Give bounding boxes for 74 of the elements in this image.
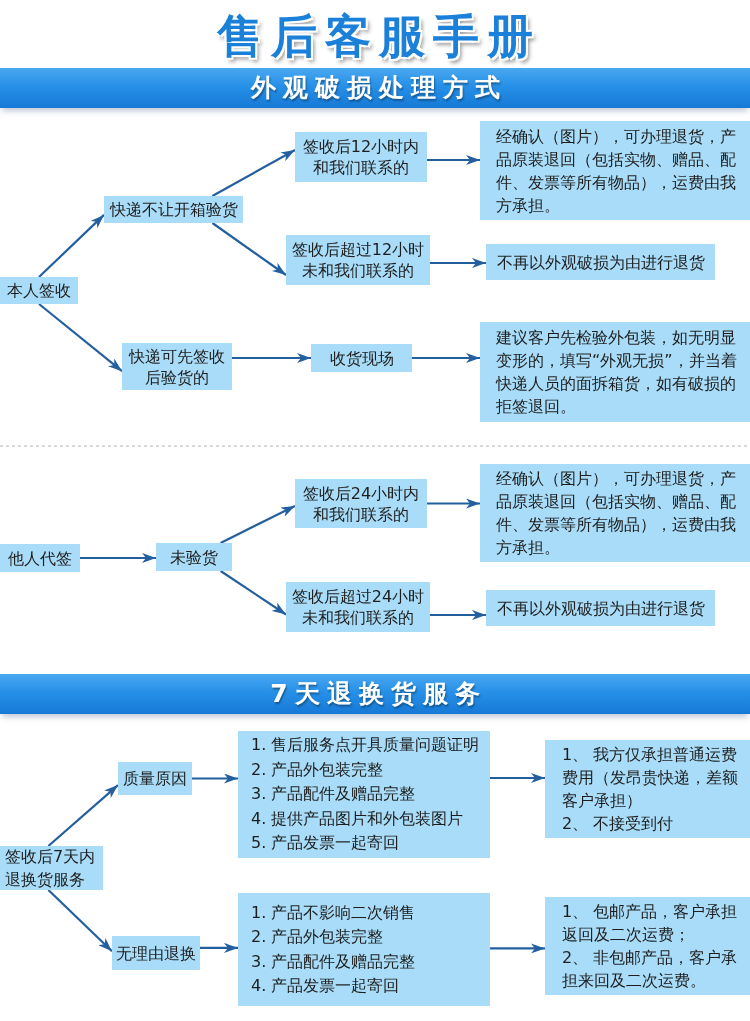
note-box — [545, 740, 750, 838]
process-box — [295, 132, 427, 182]
list-item: 4. 提供产品图片和外包装图片 — [251, 807, 464, 830]
box-text: 未验货 — [170, 546, 218, 568]
box-text: 建议客户先检验外包装，如无明显变形的，填写“外观无损”，并当着快递人员的面拆箱货，如有破损的拒签退回。 — [496, 327, 738, 418]
process-box — [112, 936, 200, 970]
section-banner — [0, 674, 750, 714]
note-box — [480, 322, 750, 422]
note-box — [480, 464, 750, 562]
box-text: 签收后12小时内和我们联系的 — [301, 136, 421, 178]
box-text: 他人代签 — [8, 547, 72, 569]
process-box — [0, 544, 80, 572]
box-text: 无理由退换 — [116, 942, 196, 964]
process-box — [118, 762, 192, 795]
box-text: 经确认（图片），可办理退货，产品原装退回（包括实物、赠品、配件、发票等所有物品），运费由我方承担。 — [496, 125, 737, 217]
box-text: 签收后超过24小时未和我们联系的 — [290, 586, 426, 628]
arrow — [490, 773, 545, 783]
banner-heading: 外观破损处理方式 — [249, 72, 507, 104]
box-text: 签收后24小时内和我们联系的 — [301, 482, 421, 525]
process-box — [104, 196, 243, 223]
note-box — [545, 897, 750, 995]
note-item: 2、 不接受到付 — [562, 813, 675, 835]
list-item: 2. 产品外包装完整 — [251, 926, 384, 948]
box-text: 本人签收 — [7, 280, 71, 301]
arrow — [47, 784, 119, 847]
box-text: 不再以外观破损为由进行退货 — [496, 597, 705, 619]
page-title: 售后客服手册 — [216, 8, 541, 64]
process-box — [295, 479, 427, 528]
banner-heading: 7天退换货服务 — [269, 678, 487, 710]
arrow — [38, 303, 123, 373]
arrow — [211, 149, 296, 197]
note-item: 1、 我方仅承担普通运费费用（发昂贵快递，差额客户承担） — [562, 744, 739, 812]
list-item: 3. 产品配件及赠品完整 — [251, 783, 416, 806]
box-text: 快递可先签收后验货的 — [127, 345, 226, 388]
process-box — [486, 590, 715, 626]
arrow — [211, 222, 287, 276]
box-text: 快递不让开箱验货 — [109, 199, 238, 220]
arrow — [220, 570, 287, 616]
arrow — [220, 504, 296, 544]
list-item: 3. 产品配件及赠品完整 — [251, 950, 416, 973]
process-box — [0, 277, 78, 304]
process-box — [156, 543, 232, 571]
note-box — [480, 121, 750, 220]
arrow — [192, 773, 238, 784]
arrow — [430, 258, 486, 268]
box-text: 质量原因 — [123, 768, 187, 789]
checklist-box — [238, 893, 490, 1006]
list-item: 5. 产品发票一起寄回 — [251, 832, 400, 855]
arrow — [47, 889, 113, 953]
box-text: 签收后超过12小时未和我们联系的 — [290, 239, 426, 281]
arrow — [232, 353, 311, 363]
arrow — [200, 942, 238, 953]
arrow — [80, 553, 156, 563]
process-box — [311, 344, 412, 372]
arrow — [430, 610, 486, 620]
list-item: 1. 售后服务点开具质量问题证明 — [251, 734, 480, 757]
box-text: 经确认（图片），可办理退货，产品原装退回（包括实物、赠品、配件、发票等所有物品），运费由我方承担。 — [496, 468, 737, 559]
box-text: 收货现场 — [329, 347, 394, 369]
box-text: 签收后7天内退换货服务 — [5, 846, 97, 891]
process-box — [122, 343, 232, 390]
box-text: 不再以外观破损为由进行退货 — [496, 251, 705, 273]
arrow — [427, 155, 480, 165]
arrow — [38, 214, 105, 278]
note-item: 2、 非包邮产品，客户承担来回及二次运费。 — [562, 947, 739, 992]
list-item: 1. 产品不影响二次销售 — [251, 901, 416, 924]
section-banner — [0, 68, 750, 108]
arrow — [427, 498, 480, 509]
list-item: 4. 产品发票一起寄回 — [251, 975, 400, 997]
checklist-box — [238, 731, 490, 858]
process-box — [486, 244, 715, 280]
arrow — [412, 353, 480, 363]
note-item: 1、 包邮产品，客户承担返回及二次运费； — [562, 901, 739, 946]
list-item: 2. 产品外包装完整 — [251, 758, 384, 781]
arrow — [490, 943, 545, 954]
